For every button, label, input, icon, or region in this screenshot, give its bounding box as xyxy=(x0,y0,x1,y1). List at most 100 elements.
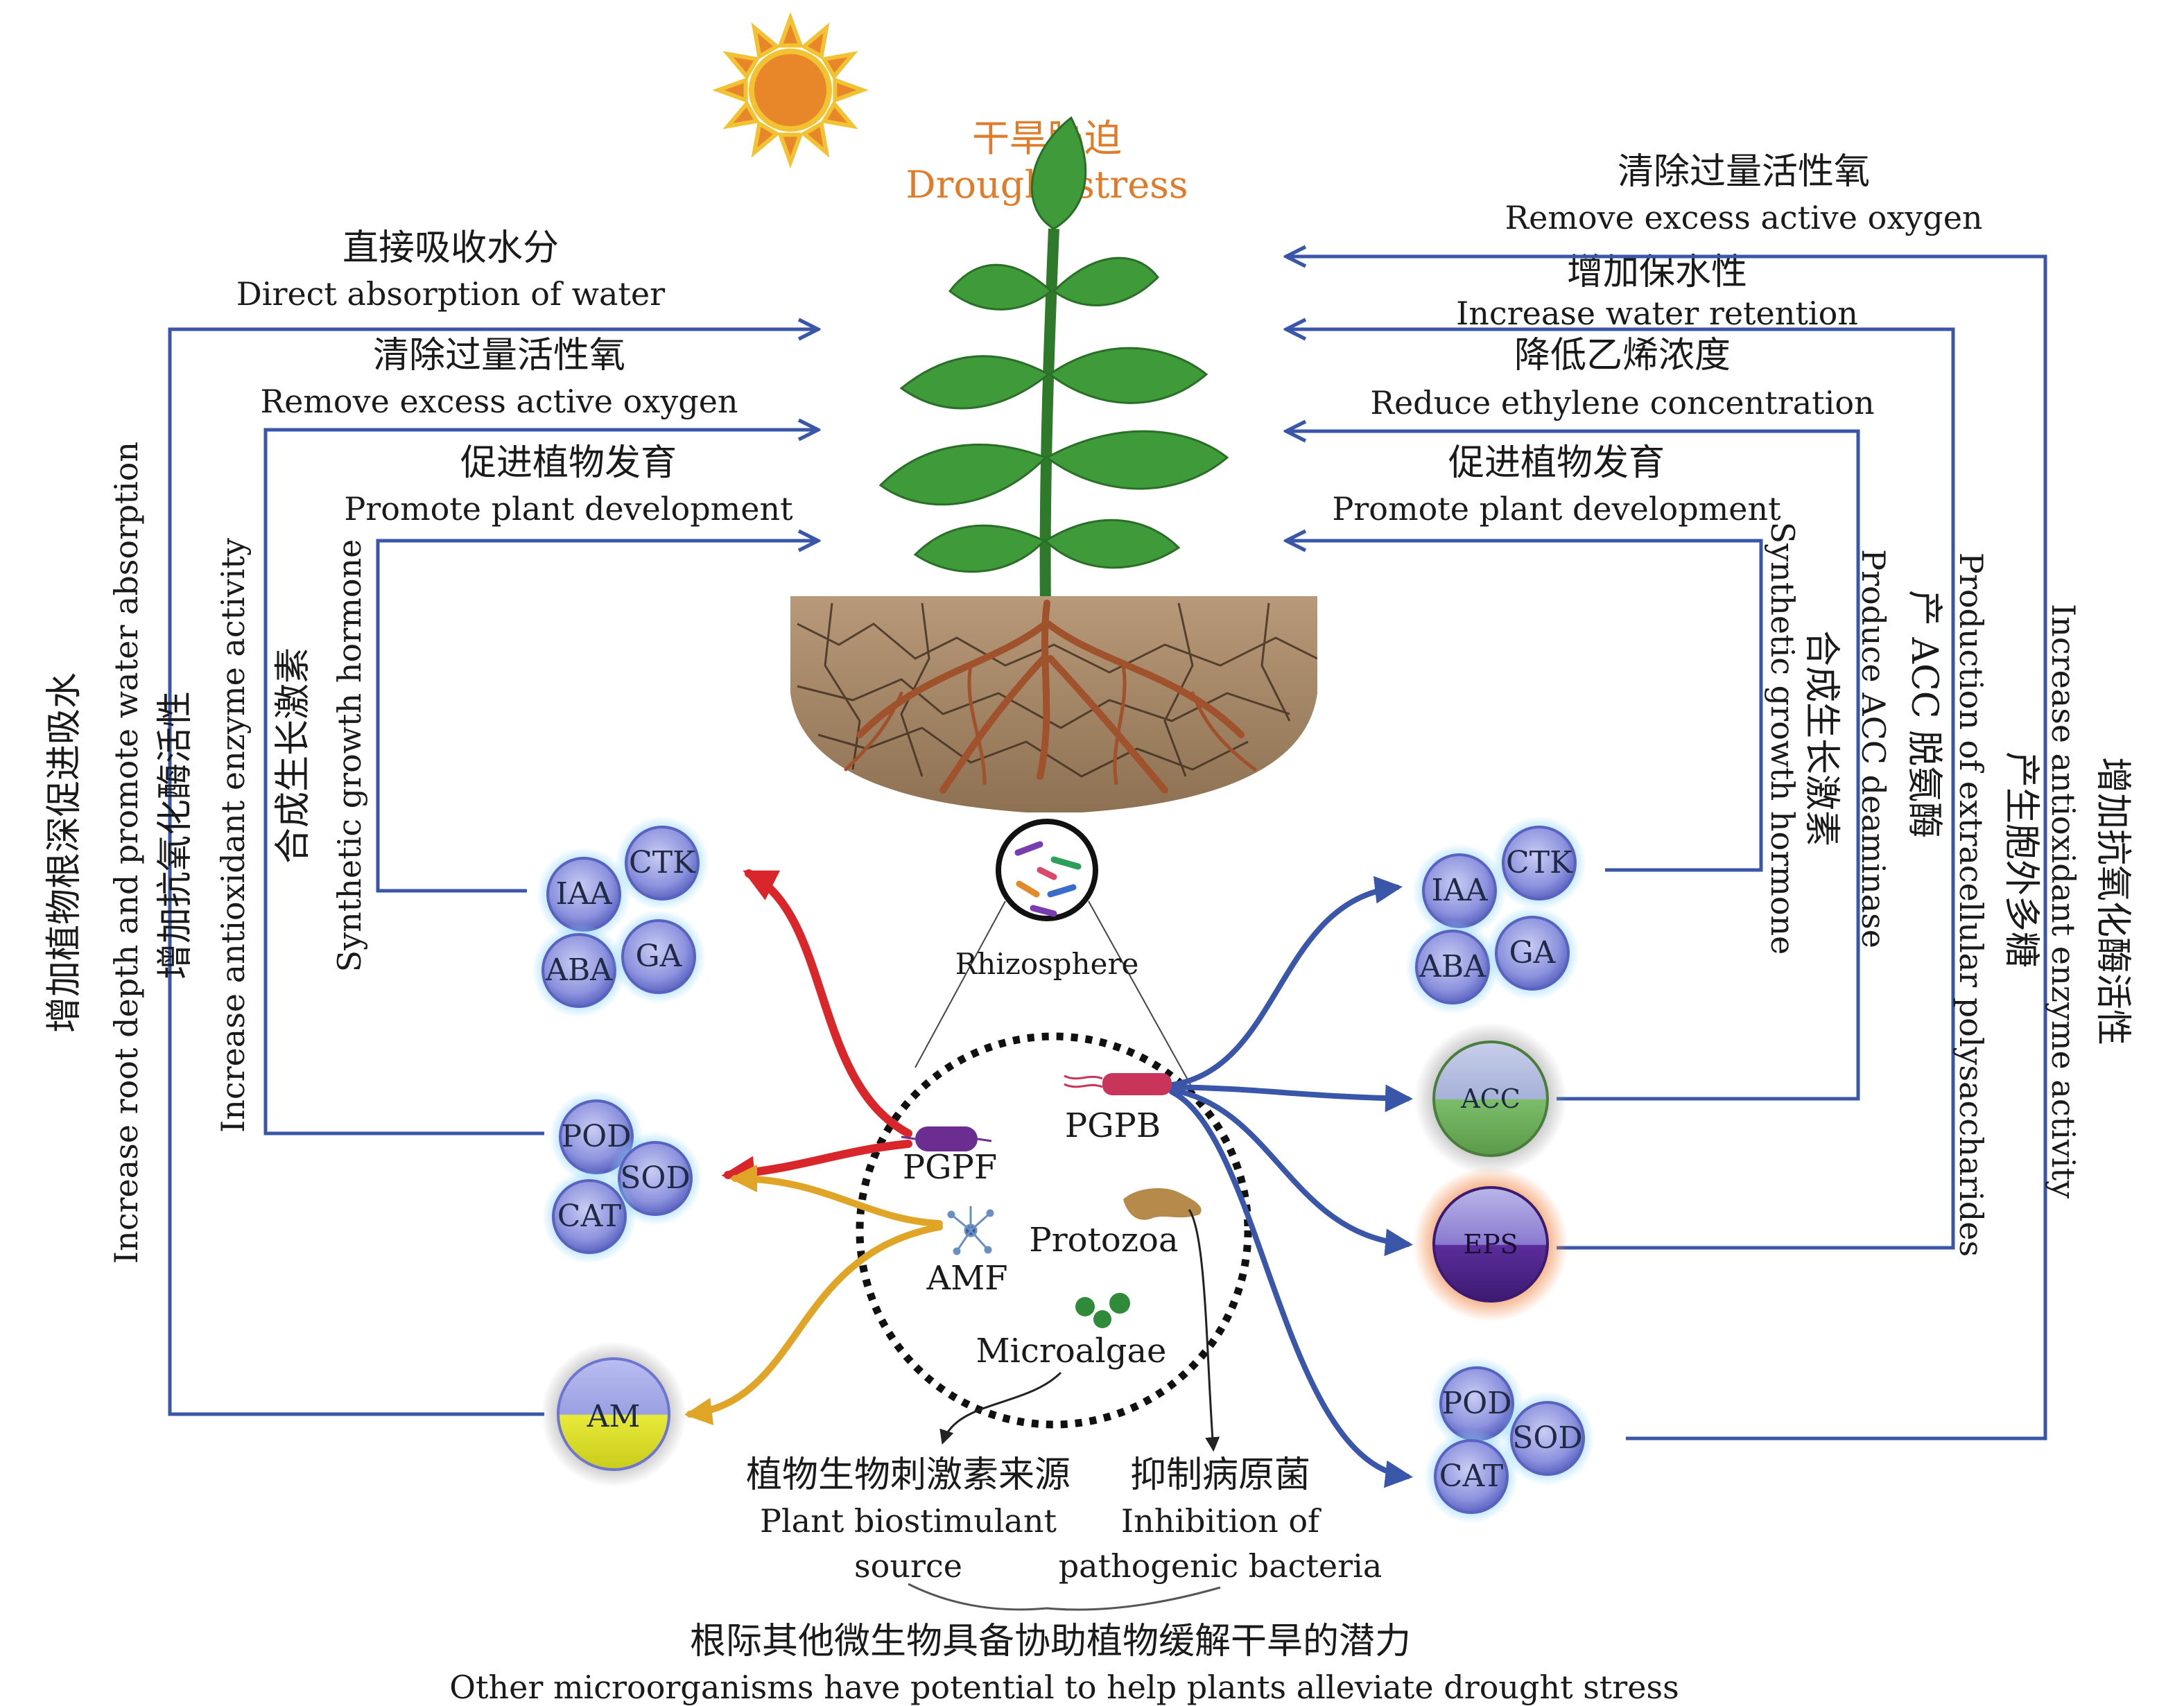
bubble-label: CAT xyxy=(557,1199,621,1234)
soil-icon xyxy=(790,596,1317,812)
summary-zh: 根际其他微生物具备协助植物缓解干旱的潜力 xyxy=(690,1621,1411,1662)
bubble-label: ABA xyxy=(545,952,613,988)
left-hormone-zh: 合成生长激素 xyxy=(272,647,314,864)
bubble-label: SOD xyxy=(1512,1420,1583,1456)
rhizosphere-magnifier xyxy=(996,819,1098,921)
protozoa-icon xyxy=(1123,1188,1202,1220)
amf-label: AMF xyxy=(926,1259,1007,1298)
sun-ray xyxy=(751,22,781,60)
sun-ray xyxy=(712,77,748,103)
am-bubble: AM xyxy=(541,1341,686,1487)
right-acc-en: Produce ACC deaminase xyxy=(1855,549,1892,948)
left-oxygen-en: Remove excess active oxygen xyxy=(260,383,738,420)
bubble-cat: CAT xyxy=(1424,1429,1518,1524)
bubble-aba: ABA xyxy=(532,923,626,1018)
right-enzyme-en: Increase antioxidant enzyme activity xyxy=(2045,604,2082,1199)
bubble-iaa: IAA xyxy=(537,847,631,941)
biostim-en2: source xyxy=(854,1547,962,1585)
eps-label: EPS xyxy=(1463,1229,1518,1260)
bubble-label: GA xyxy=(1509,935,1557,970)
right-enzyme-zh: 增加抗氧化酶活性 xyxy=(2092,757,2133,1045)
bubble-label: SOD xyxy=(620,1160,691,1196)
sun-ray xyxy=(751,120,781,158)
pgpf-arrows xyxy=(721,869,912,1190)
bubble-label: ABA xyxy=(1419,949,1487,984)
biostim-en1: Plant biostimulant xyxy=(760,1502,1057,1540)
right-oxygen-en: Remove excess active oxygen xyxy=(1505,199,1982,236)
right-hormone-cluster: IAA CTK ABA GA xyxy=(1405,816,1586,1014)
sun-icon xyxy=(712,12,869,168)
sun-ray xyxy=(820,100,858,130)
inhibit-arrow xyxy=(1188,1209,1220,1452)
microalgae-label: Microalgae xyxy=(976,1332,1167,1370)
sun-ray xyxy=(777,132,804,168)
sun-ray xyxy=(833,77,869,103)
fungus-icon xyxy=(947,1206,994,1255)
pgpb-bacterium-icon xyxy=(1064,1073,1172,1095)
left-enzyme-zh: 增加抗氧化酶活性 xyxy=(155,691,196,980)
sun-ray xyxy=(722,51,761,80)
bubble-label: IAA xyxy=(556,876,613,912)
bubble-label: CTK xyxy=(1506,845,1573,880)
left-water-en: Direct absorption of water xyxy=(236,275,665,313)
summary-en: Other microorganisms have potential to h… xyxy=(449,1669,1679,1706)
bubble-label: GA xyxy=(636,939,683,974)
sun-ray xyxy=(800,120,830,158)
pgpb-label: PGPB xyxy=(1065,1106,1161,1145)
left-enzyme-en: Increase antioxidant enzyme activity xyxy=(214,538,252,1133)
rhizosphere-label: Rhizosphere xyxy=(955,947,1139,981)
amf-arrows xyxy=(684,1165,943,1425)
right-develop-en: Promote plant development xyxy=(1332,490,1781,528)
eps-bubble: EPS xyxy=(1413,1167,1568,1322)
right-ethylene-zh: 降低乙烯浓度 xyxy=(1514,335,1731,376)
bubble-label: CTK xyxy=(629,845,696,880)
right-connectors xyxy=(1286,256,2047,1440)
pgpf-label: PGPF xyxy=(903,1148,997,1187)
right-ethylene-en: Reduce ethylene concentration xyxy=(1370,384,1874,421)
bubble-ctk: CTK xyxy=(1492,816,1586,910)
right-develop-zh: 促进植物发育 xyxy=(1448,442,1665,484)
left-root-zh: 增加植物根深促进吸水 xyxy=(44,672,85,1033)
bubble-cat: CAT xyxy=(542,1169,636,1264)
inhibit-en2: pathogenic bacteria xyxy=(1059,1547,1383,1585)
bubble-label: CAT xyxy=(1439,1459,1503,1494)
left-develop-zh: 促进植物发育 xyxy=(460,442,677,484)
left-hormone-en: Synthetic growth hormone xyxy=(331,539,368,973)
left-oxygen-zh: 清除过量活性氧 xyxy=(373,335,625,376)
bubble-label: IAA xyxy=(1432,873,1489,908)
acc-label: ACC xyxy=(1460,1083,1520,1114)
right-oxygen-zh: 清除过量活性氧 xyxy=(1618,151,1870,193)
right-hormone-zh: 合成生长激素 xyxy=(1801,630,1842,846)
bubble-ctk: CTK xyxy=(615,816,709,910)
bubble-aba: ABA xyxy=(1405,920,1500,1014)
bubble-ga: GA xyxy=(612,909,706,1004)
biostim-arrow xyxy=(939,1371,1062,1445)
rhizosphere-circle xyxy=(856,1032,1252,1429)
am-label: AM xyxy=(587,1399,641,1434)
right-acc-zh: 产 ACC 脱氨酶 xyxy=(1903,590,1945,838)
inhibit-en1: Inhibition of xyxy=(1121,1502,1321,1540)
left-root-en: Increase root depth and promote water ab… xyxy=(107,442,145,1264)
right-hormone-en: Synthetic growth hormone xyxy=(1764,522,1801,955)
bubble-label: POD xyxy=(1442,1386,1512,1421)
bubble-pod: POD xyxy=(1430,1357,1524,1451)
bubble-iaa: IAA xyxy=(1412,844,1507,938)
biostim-zh: 植物生物刺激素来源 xyxy=(746,1454,1071,1496)
algae-icon xyxy=(1075,1293,1130,1328)
right-eps-en: Production of extracellular polysacchari… xyxy=(1952,552,1990,1257)
summary-brace xyxy=(908,1583,1221,1611)
right-retention-zh: 增加保水性 xyxy=(1567,252,1747,293)
plant-icon xyxy=(878,116,1229,611)
left-hormone-cluster: IAA CTK ABA GA xyxy=(532,816,709,1018)
right-retention-en: Increase water retention xyxy=(1456,295,1858,332)
pgpb-arrows xyxy=(1169,876,1413,1488)
bubble-sod: SOD xyxy=(1500,1391,1595,1486)
bubble-ga: GA xyxy=(1485,906,1579,1000)
acc-bubble: ACC xyxy=(1414,1022,1567,1175)
right-eps-zh: 产生胞外多糖 xyxy=(2000,751,2042,968)
sun-ray xyxy=(722,100,761,130)
sun-ray xyxy=(800,22,830,60)
